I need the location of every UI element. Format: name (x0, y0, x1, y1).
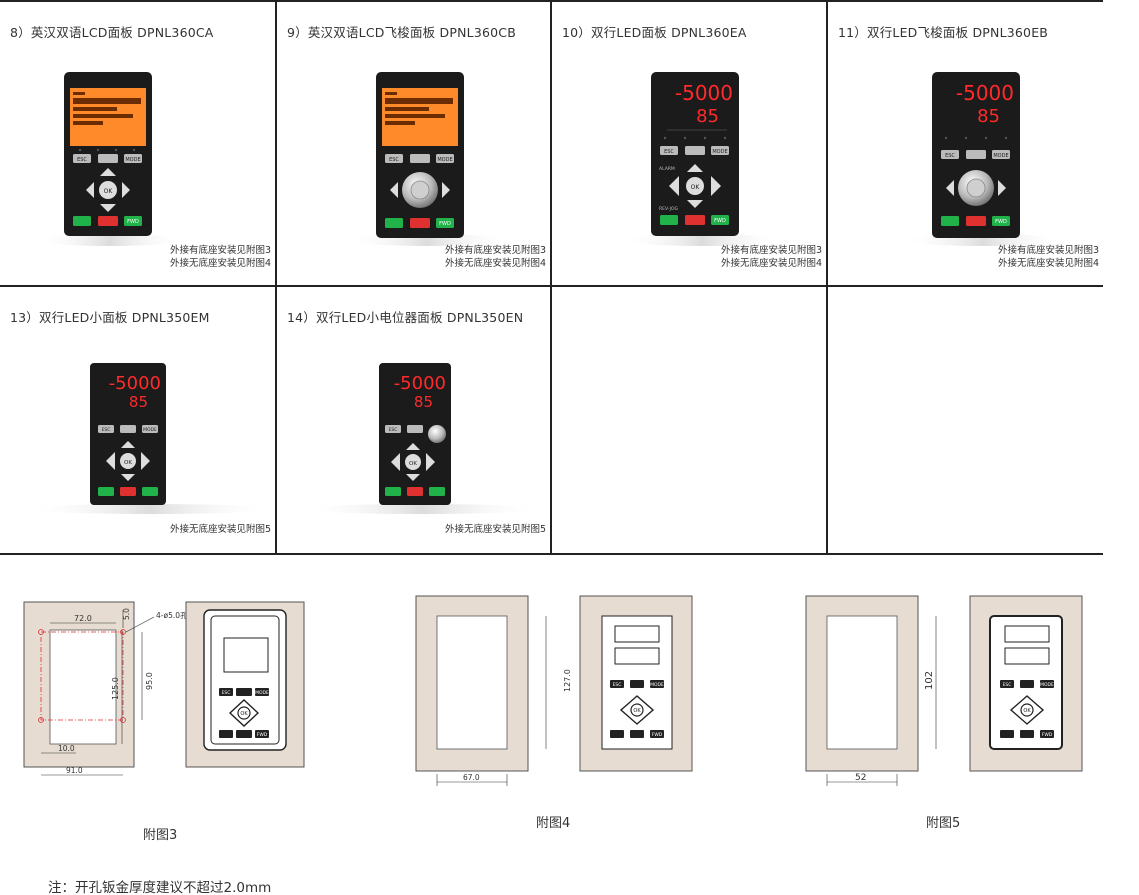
figure-5-label: 附图5 (926, 816, 961, 831)
svg-text:85: 85 (414, 393, 433, 411)
small-led-panel-image: -5000 85 ESC MODE OK (25, 363, 260, 514)
led-knob-panel-image: -5000 85 ESC MODE FWD (908, 72, 1063, 246)
svg-text:ESC: ESC (77, 157, 87, 163)
svg-text:OK: OK (240, 711, 248, 717)
grid-line (275, 0, 277, 555)
ok-key (99, 181, 117, 199)
svg-text:MODE: MODE (650, 682, 664, 688)
svg-text:-5000: -5000 (675, 81, 733, 105)
svg-text:ESC: ESC (389, 157, 399, 163)
svg-text:OK: OK (1023, 708, 1031, 714)
svg-text:ALARM: ALARM (659, 166, 675, 172)
svg-text:MODE: MODE (437, 157, 452, 163)
svg-text:85: 85 (977, 106, 1000, 127)
figure-4-label: 附图4 (536, 816, 571, 831)
svg-text:85: 85 (696, 106, 719, 127)
panel-cell-dpnl360ca: 8）英汉双语LCD面板 DPNL360CA ESC MODE OK FWD 外接… (0, 2, 275, 285)
svg-text:102: 102 (924, 671, 935, 690)
svg-text:ESC: ESC (1003, 682, 1012, 688)
lcd-panel-image: ESC MODE OK FWD (40, 72, 170, 246)
panel-title: 14）双行LED小电位器面板 DPNL350EN (287, 310, 524, 325)
svg-text:-5000: -5000 (394, 373, 446, 394)
svg-text:4-ø5.0孔: 4-ø5.0孔 (156, 611, 188, 620)
svg-text:72.0: 72.0 (74, 614, 92, 623)
lcd-knob-panel-image: ESC MODE FWD (352, 72, 507, 246)
svg-text:MODE: MODE (125, 157, 140, 163)
panel-cell-dpnl360eb: 11）双行LED飞梭面板 DPNL360EB -5000 85 ESC MODE… (828, 2, 1103, 285)
svg-text:FWD: FWD (257, 732, 268, 738)
svg-text:OK: OK (691, 184, 701, 191)
panel-title: 9）英汉双语LCD飞梭面板 DPNL360CB (287, 25, 516, 40)
svg-text:127.0: 127.0 (563, 669, 572, 692)
svg-text:ESC: ESC (945, 153, 955, 159)
svg-text:MODE: MODE (1040, 682, 1054, 688)
panel-note: 外接无底座安装见附图5 (169, 524, 271, 535)
svg-text:FWD: FWD (1042, 732, 1053, 738)
svg-text:-5000: -5000 (956, 81, 1014, 105)
led-panel-image: -5000 85 ESC MODE ALARM OK REV-JOG FWD (627, 72, 782, 246)
svg-text:ESC: ESC (613, 682, 622, 688)
svg-text:52: 52 (855, 773, 866, 783)
figure-5-drawing: 102 52 ESC MODE FWD OK (805, 595, 1083, 786)
svg-text:5.0: 5.0 (122, 608, 131, 620)
panel-cell-dpnl350em: 13）双行LED小面板 DPNL350EM -5000 85 ESC MODE … (0, 287, 275, 553)
svg-text:OK: OK (124, 460, 132, 466)
panel-title: 11）双行LED飞梭面板 DPNL360EB (838, 25, 1049, 40)
svg-text:OK: OK (104, 188, 114, 195)
svg-text:ESC: ESC (222, 690, 231, 696)
panel-cell-dpnl360cb: 9）英汉双语LCD飞梭面板 DPNL360CB ESC MODE FWD 外接有… (277, 2, 550, 285)
cutout (826, 615, 898, 750)
panel-title: 10）双行LED面板 DPNL360EA (562, 25, 747, 40)
svg-text:FWD: FWD (127, 219, 139, 225)
grid-line (550, 0, 552, 555)
svg-text:MODE: MODE (255, 690, 269, 696)
svg-text:67.0: 67.0 (463, 773, 480, 782)
svg-text:FWD: FWD (714, 218, 726, 224)
svg-text:85: 85 (129, 393, 148, 411)
svg-text:91.0: 91.0 (66, 766, 83, 775)
panel-cell-dpnl350en: 14）双行LED小电位器面板 DPNL350EN -5000 85 ESC OK… (277, 287, 550, 553)
svg-text:MODE: MODE (143, 427, 157, 433)
svg-text:-5000: -5000 (109, 373, 161, 394)
svg-text:95.0: 95.0 (145, 672, 154, 690)
svg-text:ESC: ESC (664, 149, 674, 155)
panel-title: 13）双行LED小面板 DPNL350EM (10, 310, 210, 325)
svg-text:10.0: 10.0 (58, 744, 75, 753)
panel-title: 8）英汉双语LCD面板 DPNL360CA (10, 25, 214, 40)
small-led-pot-panel-image: -5000 85 ESC OK (302, 363, 537, 514)
figure-4-drawing: 127.0 67.0 ESC MODE FWD OK (415, 595, 693, 786)
svg-text:FWD: FWD (439, 221, 451, 227)
svg-text:MODE: MODE (993, 153, 1008, 159)
potentiometer-knob (428, 425, 446, 443)
svg-text:ESC: ESC (102, 427, 111, 433)
svg-text:125.0: 125.0 (111, 677, 120, 700)
panel-cell-dpnl360ea: 10）双行LED面板 DPNL360EA -5000 85 ESC MODE A… (552, 2, 826, 285)
esc-key (73, 154, 91, 163)
panel-grid (0, 0, 1103, 555)
grid-line (826, 0, 828, 555)
cutout (436, 615, 508, 750)
svg-text:FWD: FWD (995, 219, 1007, 225)
figure-3-label: 附图3 (143, 828, 178, 843)
svg-text:FWD: FWD (652, 732, 663, 738)
svg-text:ESC: ESC (389, 427, 398, 433)
svg-text:REV-JOG: REV-JOG (659, 206, 679, 212)
footnote: 注：开孔钣金厚度建议不超过2.0mm (48, 880, 272, 895)
figure-3-drawing: 72.0 4-ø5.0孔 5.0 125.0 95.0 10.0 91.0 ES… (23, 601, 305, 776)
panel-note: 外接无底座安装见附图5 (444, 524, 546, 535)
cutout (49, 629, 117, 745)
svg-text:MODE: MODE (712, 149, 727, 155)
mode-key (124, 154, 142, 163)
svg-text:OK: OK (633, 708, 641, 714)
svg-text:OK: OK (409, 461, 417, 467)
